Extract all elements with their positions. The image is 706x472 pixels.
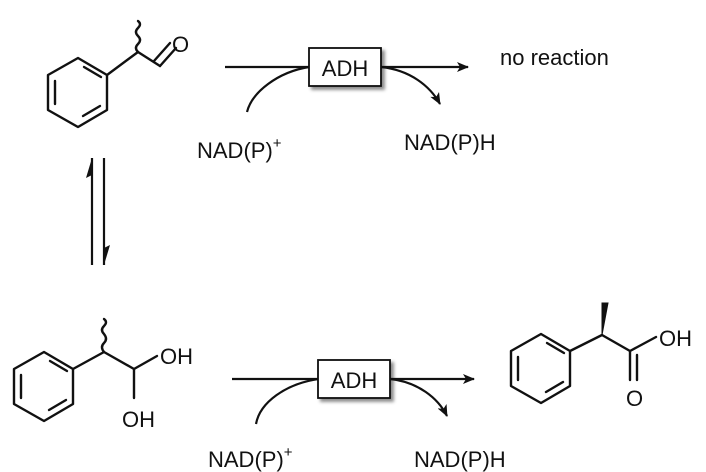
chiral-to-cho-bond xyxy=(136,50,162,68)
hydrate-oh-bottom-label: OH xyxy=(122,407,155,432)
equilibrium-down-head xyxy=(104,245,110,265)
wavy-methyl-bond xyxy=(134,19,142,54)
ring-to-chiral-bond xyxy=(105,50,140,77)
acid-product-structure: OH O xyxy=(509,302,692,411)
diol-carbon-to-oh-top-bond xyxy=(132,354,159,371)
top-cofactor-in-curve xyxy=(245,65,310,113)
top-reaction: ADH no reaction NAD(P)+ NAD(P)H xyxy=(197,45,609,163)
top-cofactor-in: NAD(P)+ xyxy=(197,135,282,163)
aldehyde-oxygen-label: O xyxy=(172,32,189,57)
hydrate-oh-top-label: OH xyxy=(160,344,193,369)
benzene-ring-2 xyxy=(12,350,75,423)
benzene-ring-3 xyxy=(509,332,572,405)
equilibrium-up-head xyxy=(86,158,92,178)
aldehyde-substrate-structure: O xyxy=(46,19,189,129)
carbonyl-double-bond-b xyxy=(152,41,172,63)
top-cofactor-out-curve xyxy=(380,65,441,105)
wedge-methyl-bond xyxy=(601,302,609,336)
top-product-text: no reaction xyxy=(500,45,609,70)
bottom-cofactor-in-curve xyxy=(254,377,319,425)
bottom-adh-label: ADH xyxy=(331,368,377,393)
stereo-to-carboxyl-bond xyxy=(600,333,632,353)
acid-oh-label: OH xyxy=(659,326,692,351)
wavy-methyl-bond-2 xyxy=(100,317,108,354)
bottom-adh-box xyxy=(317,359,391,399)
bottom-cofactor-in: NAD(P)+ xyxy=(208,444,293,472)
top-adh-box xyxy=(308,47,382,87)
top-adh-label: ADH xyxy=(322,56,368,81)
benzene-ring xyxy=(46,56,109,129)
bottom-cofactor-out: NAD(P)H xyxy=(414,447,506,472)
ring-to-chiral-bond-2 xyxy=(71,350,106,371)
ring-to-stereo-bond xyxy=(568,333,604,353)
carbonyl-double-bond-a xyxy=(158,46,178,68)
bottom-cofactor-out-curve xyxy=(389,377,448,417)
acid-carbonyl-o-label: O xyxy=(626,386,643,411)
top-cofactor-out: NAD(P)H xyxy=(404,130,496,155)
equilibrium-arrows xyxy=(86,158,110,265)
chiral-to-diol-carbon-bond xyxy=(102,350,136,371)
bottom-reaction: ADH NAD(P)+ NAD(P)H xyxy=(208,359,506,472)
carboxyl-to-oh-bond xyxy=(628,335,658,353)
hydrate-intermediate-structure: OH OH xyxy=(12,317,193,432)
